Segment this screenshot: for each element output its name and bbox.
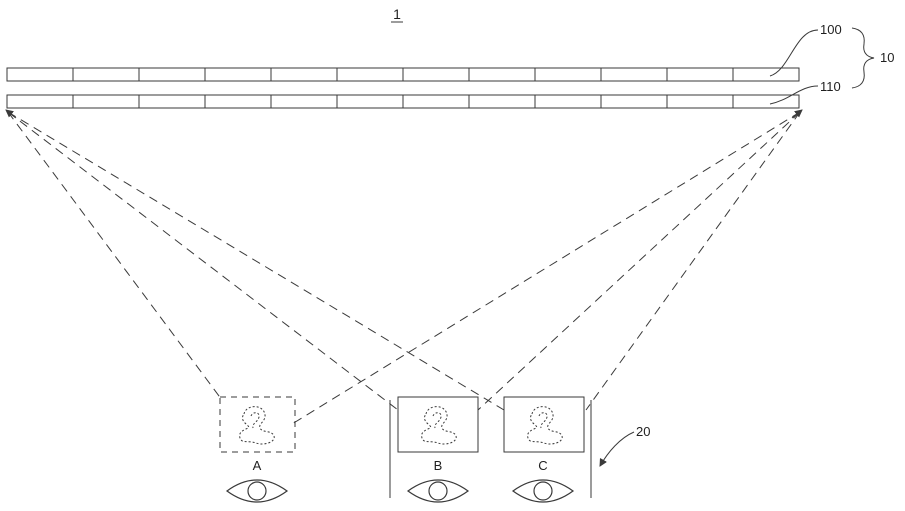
brace-panel-10 xyxy=(852,28,874,88)
leader-line-100 xyxy=(770,30,818,76)
panel-layer-110-segment xyxy=(139,95,205,108)
panel-layer-110-segment xyxy=(601,95,667,108)
panel-layer-110-segment xyxy=(73,95,139,108)
viewpoint-c-frame xyxy=(504,397,584,452)
panel-layer-100-segment xyxy=(403,68,469,81)
label-layer-100: 100 xyxy=(820,22,842,37)
figure-number: 1 xyxy=(393,6,401,22)
panel-layer-110-segment xyxy=(535,95,601,108)
panel-layer-100-segment xyxy=(205,68,271,81)
projection-line-right-to-b xyxy=(478,112,800,410)
projection-line-right-to-c xyxy=(586,112,800,410)
viewpoint-a-label: A xyxy=(253,458,262,473)
viewpoint-c: C xyxy=(504,397,584,502)
panel-layer-100-segment xyxy=(667,68,733,81)
viewpoint-b-label: B xyxy=(434,458,443,473)
panel-layer-110-segment xyxy=(7,95,73,108)
viewpoint-b-frame xyxy=(398,397,478,452)
panel-layer-100-segment xyxy=(7,68,73,81)
panel-layer-110-segment xyxy=(403,95,469,108)
panel-layer-100-segment xyxy=(601,68,667,81)
panel-layer-110-segment xyxy=(337,95,403,108)
projection-line-left-to-a xyxy=(8,112,222,400)
panel-layer-110-segment xyxy=(205,95,271,108)
eye-icon xyxy=(227,480,287,502)
panel-layer-100 xyxy=(7,68,799,81)
panel-layer-110 xyxy=(7,95,799,108)
viewpoint-b: B xyxy=(398,397,478,502)
panel-layer-110-segment xyxy=(469,95,535,108)
viewpoint-a: A xyxy=(220,397,295,502)
panel-layer-100-segment xyxy=(535,68,601,81)
projection-lines xyxy=(8,112,800,424)
label-panel-10: 10 xyxy=(880,50,894,65)
panel-layer-110-segment xyxy=(271,95,337,108)
label-layer-110: 110 xyxy=(820,79,841,94)
viewpoint-c-label: C xyxy=(538,458,547,473)
label-viewer-group-20: 20 xyxy=(636,424,650,439)
panel-layer-110-segment xyxy=(667,95,733,108)
projection-line-right-to-a xyxy=(292,112,800,424)
panel-layer-100-segment xyxy=(73,68,139,81)
viewpoint-b-image xyxy=(422,407,457,444)
panel-layer-100-segment xyxy=(337,68,403,81)
eye-icon xyxy=(408,480,468,502)
eye-icon xyxy=(513,480,573,502)
projection-line-left-to-c xyxy=(8,112,504,410)
leader-arrow-20 xyxy=(600,432,634,466)
panel-layer-100-segment xyxy=(271,68,337,81)
projection-line-left-to-b xyxy=(8,112,398,410)
panel-layer-100-segment xyxy=(139,68,205,81)
panel-layer-100-segment xyxy=(733,68,799,81)
viewpoint-a-image xyxy=(240,407,275,444)
panel-layer-100-segment xyxy=(469,68,535,81)
viewpoint-c-image xyxy=(528,407,563,444)
